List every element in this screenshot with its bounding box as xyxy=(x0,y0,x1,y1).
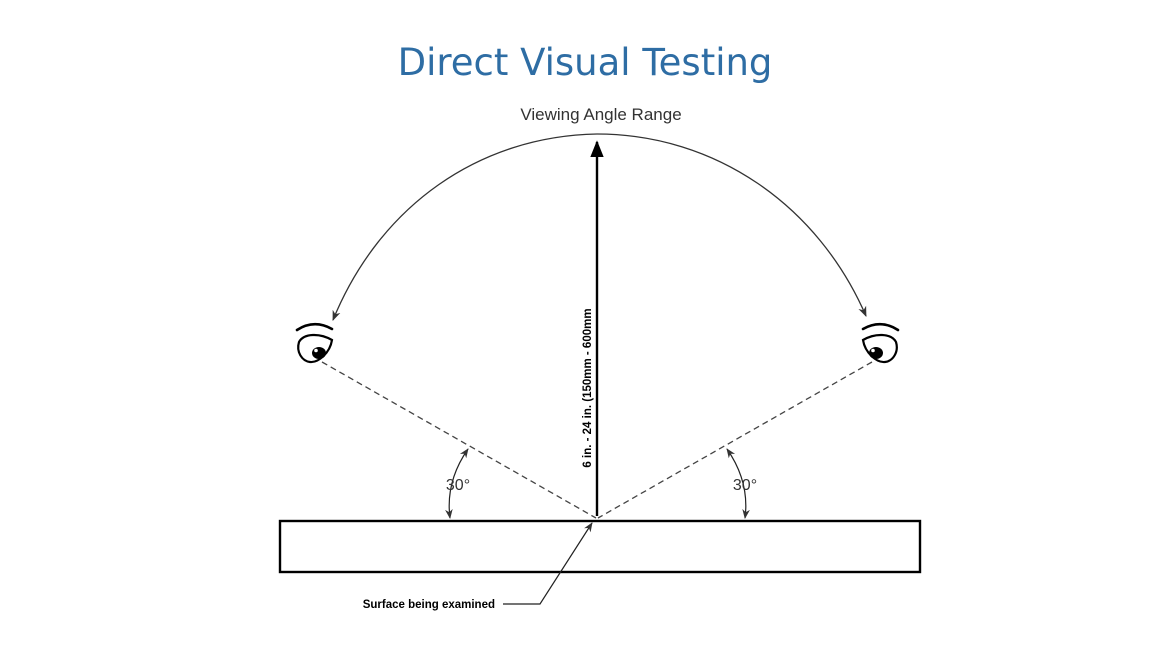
left-angle-label: 30° xyxy=(446,477,470,494)
surface-label: Surface being examined xyxy=(363,599,495,611)
surface-leader-line xyxy=(503,522,593,605)
right-angle-label: 30° xyxy=(733,477,757,494)
left-line-of-sight xyxy=(321,361,597,519)
slide-title: Direct Visual Testing xyxy=(397,41,773,84)
right-line-of-sight xyxy=(597,361,873,519)
right-eye-icon xyxy=(861,322,900,364)
left-eye-icon xyxy=(295,322,334,364)
viewing-angle-arc xyxy=(332,133,867,321)
left-angle-arrow xyxy=(445,448,469,519)
right-angle-arrow xyxy=(726,448,750,519)
distance-label: 6 in. - 24 in. (150mm - 600mm xyxy=(582,308,594,467)
surface-plate xyxy=(278,519,922,574)
arc-label: Viewing Angle Range xyxy=(520,105,681,124)
